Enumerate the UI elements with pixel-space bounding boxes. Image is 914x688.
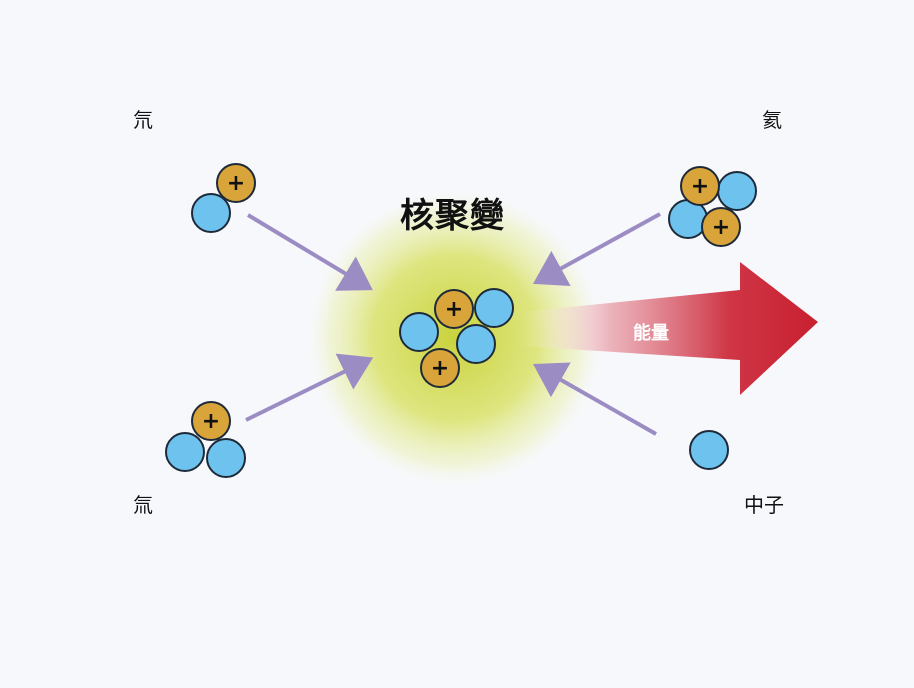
label-deuterium: 氘 <box>133 108 153 132</box>
helium-nucleus: + + <box>668 166 757 247</box>
proton <box>420 348 460 388</box>
arrow-helium <box>532 212 661 286</box>
proton <box>434 289 474 329</box>
energy-label: 能量 <box>633 323 669 344</box>
proton-plus-icon: + <box>202 409 220 434</box>
fused-nucleus-cluster: + + <box>399 288 514 388</box>
proton <box>701 207 741 247</box>
neutron <box>474 288 514 328</box>
neutron <box>191 193 231 233</box>
proton-plus-icon: + <box>691 174 709 199</box>
proton <box>680 166 720 206</box>
deuterium-nucleus: + <box>191 163 256 233</box>
proton-plus-icon: + <box>712 215 730 240</box>
arrow-tritium <box>245 353 374 422</box>
energy-arrow <box>520 262 818 395</box>
arrow-deuterium-top <box>246 213 373 291</box>
neutron <box>206 438 246 478</box>
neutron <box>456 324 496 364</box>
arrow-neutron <box>533 362 657 436</box>
proton <box>191 401 231 441</box>
label-neutron: 中子 <box>744 493 784 517</box>
tritium-nucleus: + <box>165 401 246 478</box>
free-neutron <box>689 430 729 470</box>
neutron <box>717 171 757 211</box>
label-helium: 氦 <box>762 108 782 132</box>
neutron <box>399 312 439 352</box>
neutron <box>165 432 205 472</box>
diagram-title: 核聚變 <box>400 196 505 236</box>
proton <box>216 163 256 203</box>
fusion-glow <box>305 188 605 488</box>
label-tritium: 氚 <box>133 493 153 517</box>
proton-plus-icon: + <box>445 297 463 322</box>
proton-plus-icon: + <box>431 356 449 381</box>
proton-plus-icon: + <box>227 171 245 196</box>
